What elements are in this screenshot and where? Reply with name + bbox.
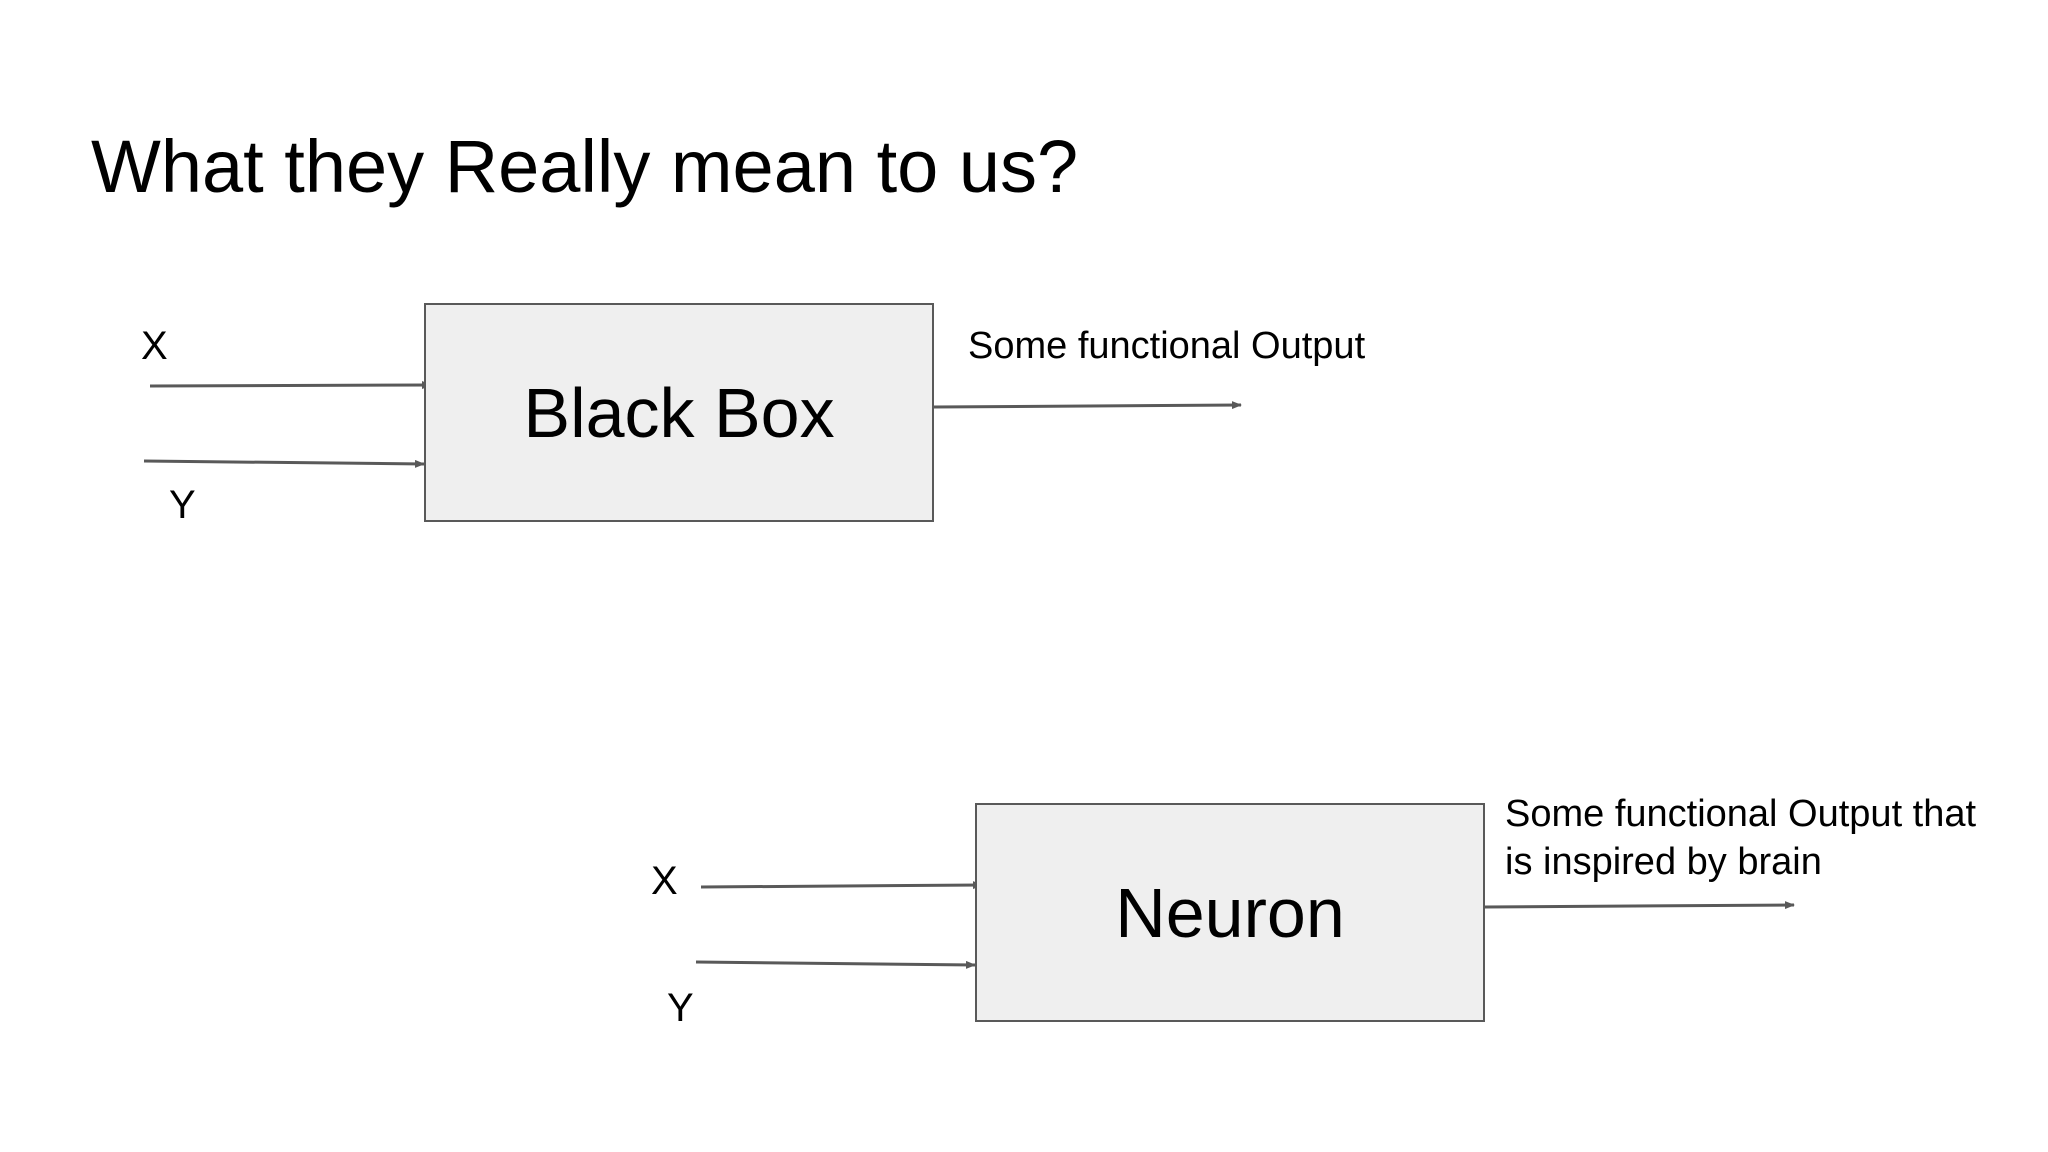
top-input-x-label: X	[141, 324, 168, 368]
neuron-label: Neuron	[1115, 873, 1345, 952]
arrow-bottom-input-x	[700, 881, 983, 890]
arrow-top-input-y	[143, 459, 425, 468]
top-input-y-label: Y	[169, 483, 196, 527]
black-box-label: Black Box	[523, 373, 835, 452]
arrow-bottom-input-y	[695, 960, 976, 969]
black-box-node: Black Box	[424, 303, 934, 522]
arrow-top-input-x	[149, 381, 432, 390]
bottom-input-y-label: Y	[667, 986, 694, 1030]
top-output-label: Some functional Output	[968, 325, 1366, 367]
bottom-output-label-line2: is inspired by brain	[1505, 841, 1822, 883]
bottom-input-x-label: X	[651, 859, 678, 903]
bottom-output-label-line1: Some functional Output that	[1505, 793, 1977, 835]
slide-title: What they Really mean to us?	[91, 125, 1079, 208]
arrow-top-output	[933, 401, 1242, 410]
neuron-node: Neuron	[975, 803, 1485, 1022]
arrow-bottom-output	[1484, 901, 1795, 910]
